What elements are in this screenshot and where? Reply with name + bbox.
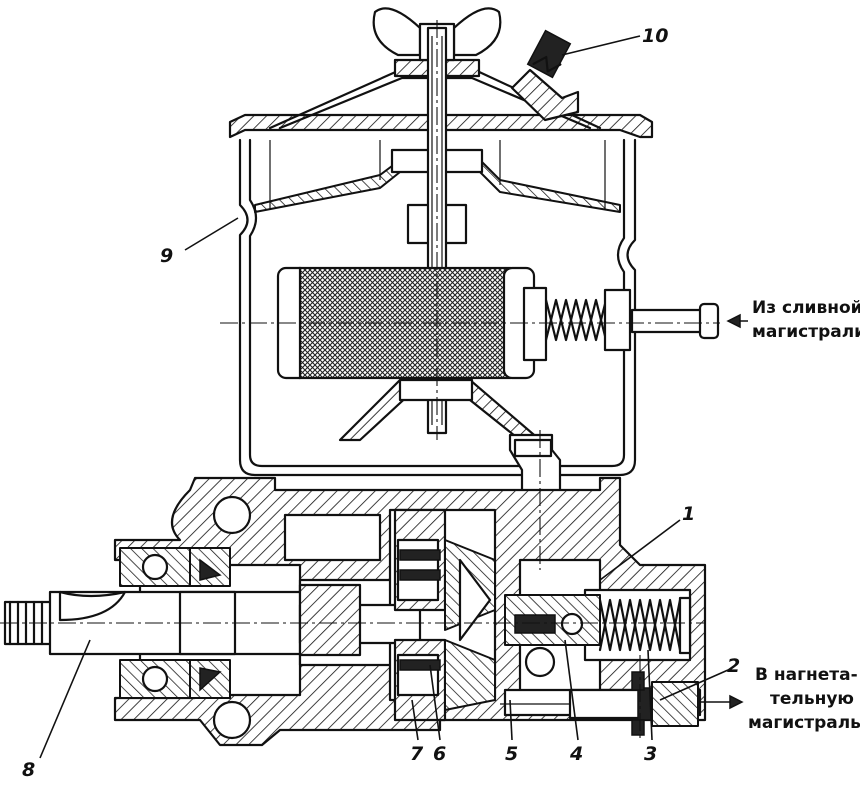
callout-8: 8	[22, 759, 35, 781]
callout-10: 10	[642, 25, 668, 47]
callout-9: 9	[160, 245, 173, 267]
callout-7: 7	[410, 743, 424, 765]
center-lines	[0, 20, 720, 740]
safety-valve	[510, 29, 580, 122]
relief-valve	[504, 594, 692, 678]
flow-notes: Из сливной магистрали В нагнета- тельную…	[748, 298, 860, 733]
callout-2: 2	[727, 655, 740, 677]
outlet-note-line1: В нагнета-	[755, 665, 858, 685]
outlet-note-line2: тельную	[770, 689, 854, 709]
leader-lines	[39, 35, 729, 759]
outlet-note-line3: магистраль	[748, 713, 860, 733]
callout-6: 6	[433, 743, 446, 765]
filter-support	[338, 378, 542, 442]
inlet-note-line2: магистрали	[752, 322, 860, 342]
bearings	[119, 547, 231, 699]
callout-3: 3	[644, 743, 657, 765]
callout-1: 1	[682, 503, 695, 525]
outlet-fitting	[500, 671, 699, 736]
inlet-note-line1: Из сливной	[752, 298, 860, 318]
flow-arrows	[700, 313, 748, 710]
inlet-pipe	[630, 302, 720, 340]
callout-labels: 1 2 3 4 5 6 7 8 9 10	[22, 25, 740, 781]
callout-4: 4	[569, 743, 583, 765]
rotor-assembly	[298, 508, 496, 722]
callout-5: 5	[505, 743, 518, 765]
